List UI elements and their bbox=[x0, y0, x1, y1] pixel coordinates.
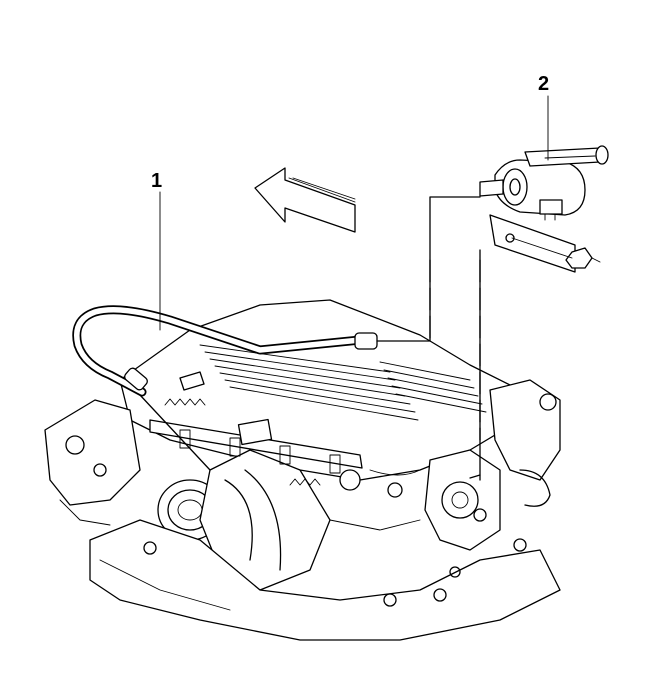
callout-1-label: 1 bbox=[151, 170, 163, 192]
engine-illustration bbox=[44, 299, 561, 641]
direction-arrow-icon bbox=[254, 167, 356, 233]
callout-2-label: 2 bbox=[538, 73, 550, 95]
purge-hose-illustration bbox=[72, 191, 378, 471]
routing-lines bbox=[376, 196, 481, 481]
solenoid-valve-illustration bbox=[479, 95, 609, 273]
